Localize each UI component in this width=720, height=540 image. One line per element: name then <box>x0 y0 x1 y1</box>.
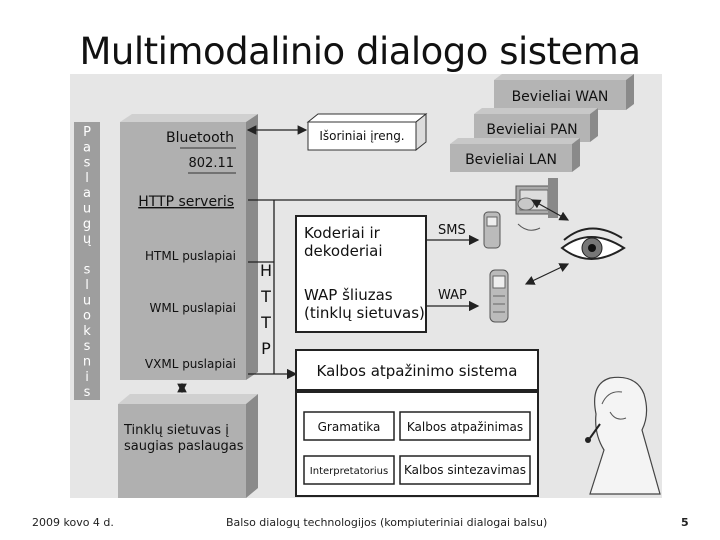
interpreter-label: Interpretatorius <box>310 466 388 477</box>
server-block <box>120 114 258 380</box>
wap-label: WAP <box>438 288 467 303</box>
services-layer-letter: s <box>84 263 91 278</box>
services-layer-letter: s <box>84 385 91 400</box>
codec-label-line1: Koderiai ir <box>304 224 381 242</box>
wireless-lan-label: Bevieliai LAN <box>465 152 557 168</box>
services-layer-letter: a <box>83 186 91 201</box>
wireless-wan-box <box>494 74 634 110</box>
wifi-label: 802.11 <box>189 156 235 171</box>
wireless-pan-box <box>474 108 598 142</box>
http-letter: T <box>260 287 271 306</box>
bluetooth-label: Bluetooth <box>166 130 234 146</box>
services-layer-letter: u <box>83 293 91 308</box>
services-layer-letter: k <box>83 324 91 339</box>
external-devices-label: Išoriniai įreng. <box>319 129 404 143</box>
eye-icon <box>560 227 626 260</box>
html-pages-label: HTML puslapiai <box>145 249 236 263</box>
vxml-pages-label: VXML puslapiai <box>145 357 236 371</box>
recognition-label: Kalbos atpažinimas <box>407 420 523 434</box>
services-layer-letter: s <box>84 339 91 354</box>
footer-page-number: 5 <box>681 516 689 529</box>
speech-system-title-box <box>295 349 539 391</box>
gateway-line2: saugias paslaugas <box>124 439 244 454</box>
http-server-label: HTTP serveris <box>138 194 234 210</box>
services-layer-letter: o <box>83 309 91 324</box>
synthesis-label: Kalbos sintezavimas <box>404 463 526 477</box>
services-layer-letter: s <box>84 156 91 171</box>
slide-title: Multimodalinio dialogo sistema <box>79 30 641 73</box>
services-layer-letter: i <box>85 370 89 385</box>
wireless-pan-label: Bevieliai PAN <box>486 122 577 138</box>
wap-gateway-line2: (tinklų sietuvas) <box>304 304 425 322</box>
services-layer-letter: ų <box>83 232 91 247</box>
external-devices-box <box>306 112 428 152</box>
wml-pages-label: WML puslapiai <box>149 301 236 315</box>
services-layer-letter: l <box>85 278 89 293</box>
services-layer-letter: P <box>83 125 91 140</box>
person-icon <box>585 376 661 495</box>
http-vertical-label: HTTP <box>260 261 272 358</box>
http-letter: T <box>260 313 271 332</box>
codec-label-line2: dekoderiai <box>304 242 383 260</box>
http-letter: P <box>261 339 271 358</box>
http-letter: H <box>260 261 272 280</box>
codec-box <box>295 215 427 333</box>
interpreter-box <box>303 455 395 485</box>
footer-course: Balso dialogų technologijos (kompiuterin… <box>226 516 548 529</box>
services-layer-letter: n <box>83 355 91 370</box>
services-layer-letter: l <box>85 171 89 186</box>
recognition-box <box>399 411 531 441</box>
speech-system-title: Kalbos atpažinimo sistema <box>317 362 518 380</box>
wireless-wan-label: Bevieliai WAN <box>512 89 609 105</box>
phone-icon <box>483 211 509 323</box>
sms-label: SMS <box>438 223 466 238</box>
pc-icon <box>515 178 558 231</box>
synthesis-box <box>399 455 531 485</box>
services-layer-letter: u <box>83 202 91 217</box>
grammar-label: Gramatika <box>318 420 381 434</box>
gateway-line1: Tinklų sietuvas į <box>123 423 229 438</box>
secure-gateway-block <box>118 394 258 498</box>
services-layer-bar <box>74 122 100 400</box>
services-layer-letter: a <box>83 140 91 155</box>
services-layer-letter: g <box>83 217 91 232</box>
wap-gateway-line1: WAP šliuzas <box>304 286 393 304</box>
grammar-box <box>303 411 395 441</box>
wireless-lan-box <box>450 138 580 172</box>
footer-date: 2009 kovo 4 d. <box>32 516 114 529</box>
